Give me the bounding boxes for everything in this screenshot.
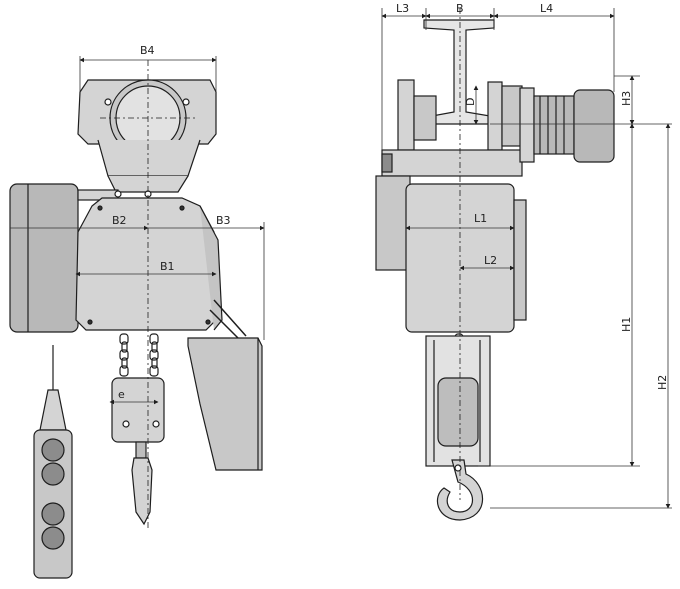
- side-hook: [436, 459, 484, 521]
- front-view: [9, 60, 263, 579]
- front-chains: [119, 333, 159, 377]
- front-trolley: [77, 79, 217, 193]
- dim-label-l1: L1: [474, 212, 487, 225]
- side-housing: [375, 175, 527, 333]
- front-hook-block: [111, 377, 165, 526]
- dim-label-b2: B2: [112, 214, 127, 227]
- dim-label-e: e: [118, 388, 125, 401]
- front-centerlines: [100, 60, 196, 528]
- pendant-control: [33, 345, 73, 579]
- dim-label-h2: H2: [656, 375, 669, 390]
- dim-label-h3: H3: [620, 91, 633, 106]
- dim-label-l2: L2: [484, 254, 497, 267]
- front-housing: [75, 190, 247, 341]
- dim-label-l3: L3: [396, 2, 409, 15]
- trolley-motor: [519, 87, 615, 163]
- front-dimensions: [10, 56, 265, 405]
- dim-label-b4: B4: [140, 44, 155, 57]
- dim-label-b1: B1: [160, 260, 175, 273]
- dim-label-d: D: [464, 98, 477, 106]
- dim-label-l4: L4: [540, 2, 553, 15]
- side-trolley: [381, 79, 523, 177]
- side-view: [375, 8, 615, 521]
- side-dimensions: [381, 8, 672, 509]
- front-gearbox: [187, 337, 263, 471]
- dim-label-b: B: [456, 2, 464, 15]
- side-hook-block: [425, 335, 491, 467]
- dim-label-b3: B3: [216, 214, 231, 227]
- dim-label-h1: H1: [620, 317, 633, 332]
